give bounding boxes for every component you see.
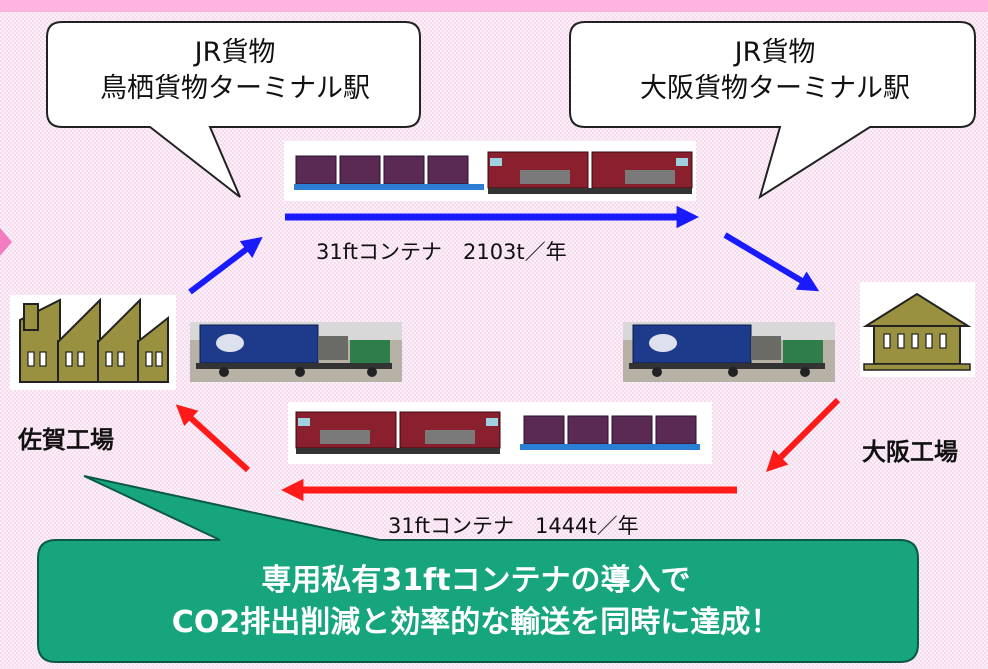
outbound-route-label: 31ftコンテナ 2103t／年 xyxy=(316,240,567,264)
summary-banner-line2: CO2排出削減と効率的な輸送を同時に達成！ xyxy=(171,605,781,640)
callout-osaka-line2: 大阪貨物ターミナル駅 xyxy=(640,73,910,104)
callout-tosu-line1: JR貨物 xyxy=(194,37,276,68)
train-bottom xyxy=(288,402,712,464)
outbound-arrows xyxy=(188,205,820,295)
factory-osaka-icon xyxy=(860,282,975,377)
callout-tosu xyxy=(46,21,421,198)
callout-osaka xyxy=(569,21,976,200)
callout-tosu-line2: 鳥栖貨物ターミナル駅 xyxy=(100,73,370,104)
return-route-label: 31ftコンテナ 1444t／年 xyxy=(388,514,639,538)
left-edge-marker xyxy=(0,228,12,256)
top-bar xyxy=(0,0,988,12)
summary-banner xyxy=(37,475,919,663)
truck-right xyxy=(623,322,835,382)
callout-tosu-text: JR貨物 鳥栖貨物ターミナル駅 xyxy=(60,35,410,107)
return-arrows xyxy=(175,397,841,502)
callout-osaka-line1: JR貨物 xyxy=(734,37,816,68)
truck-left xyxy=(190,322,402,382)
factory-saga-icon xyxy=(10,295,176,390)
summary-banner-line1: 専用私有31ftコンテナの導入で xyxy=(261,563,691,598)
factory-osaka-label: 大阪工場 xyxy=(862,438,958,466)
factory-saga-label: 佐賀工場 xyxy=(18,426,114,454)
train-top xyxy=(284,141,696,201)
callout-osaka-text: JR貨物 大阪貨物ターミナル駅 xyxy=(585,35,965,107)
summary-banner-text: 専用私有31ftコンテナの導入で CO2排出削減と効率的な輸送を同時に達成！ xyxy=(36,560,916,644)
